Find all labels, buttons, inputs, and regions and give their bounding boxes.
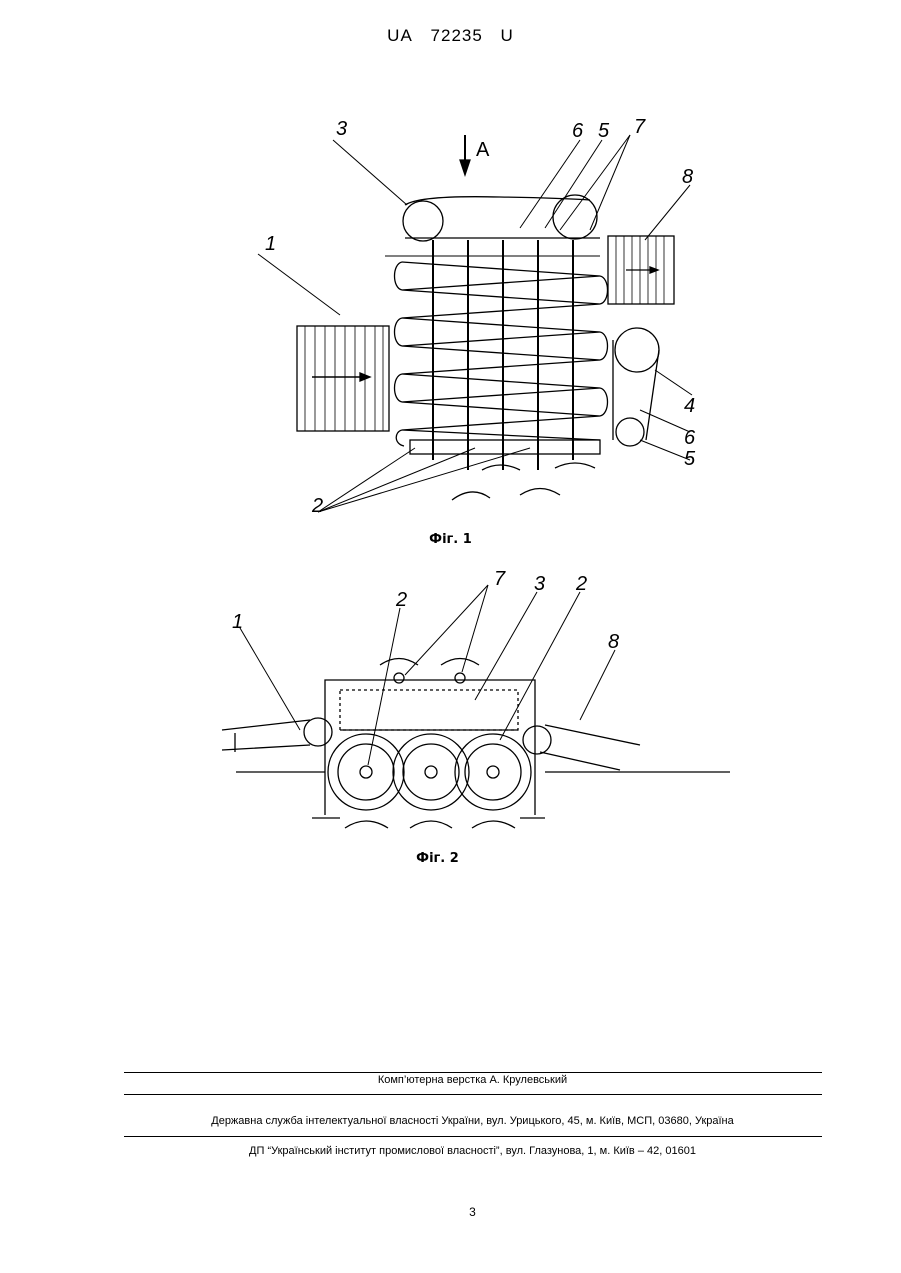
label-6a: 6: [572, 120, 584, 142]
footer-rule-3: [124, 1136, 822, 1137]
footer-rule-2: [124, 1094, 822, 1095]
label-4: 4: [684, 395, 695, 417]
label-7: 7: [634, 116, 646, 138]
label-8: 8: [682, 166, 693, 188]
label-6b: 6: [684, 427, 696, 449]
fig2-label-1: 1: [232, 611, 243, 633]
fig2-label-7: 7: [494, 568, 506, 590]
fig2-label-2b: 2: [575, 573, 587, 595]
fig2-label-2a: 2: [395, 589, 407, 611]
view-label-a: A: [476, 139, 490, 161]
figure-2-caption: Фіг. 2: [0, 851, 888, 866]
figure-1-caption: Фіг. 1: [0, 532, 901, 547]
figure-2-drawing: 1 2 2 3 7 8: [0, 560, 901, 860]
footer-agency: Державна служба інтелектуальної власност…: [0, 1115, 901, 1127]
label-3: 3: [336, 118, 347, 140]
page-number: 3: [0, 1205, 901, 1219]
fig2-label-3: 3: [534, 573, 545, 595]
label-2: 2: [311, 495, 323, 517]
figure-1-drawing: 1 2 3 4 5 5 6 6 7 8 A: [0, 0, 901, 540]
footer-institute: ДП “Український інститут промислової вла…: [0, 1145, 901, 1157]
label-5a: 5: [598, 120, 610, 142]
label-1: 1: [265, 233, 276, 255]
fig2-label-8: 8: [608, 631, 619, 653]
footer-layout-credit: Комп’ютерна верстка А. Крулевський: [0, 1074, 901, 1086]
footer-rule-1: [124, 1072, 822, 1073]
label-5b: 5: [684, 448, 696, 470]
